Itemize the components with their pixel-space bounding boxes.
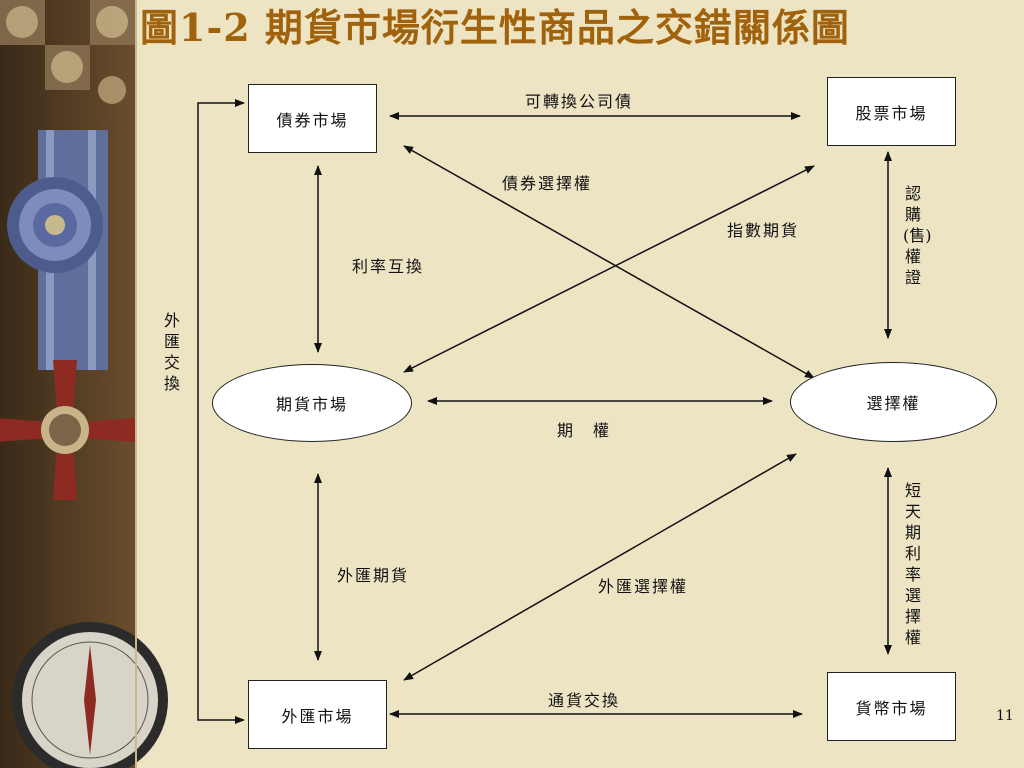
label-forex-option: 外匯選擇權 [598, 577, 689, 596]
label-bond-option: 債券選擇權 [502, 174, 593, 193]
label-warrants: 認購(售)權證 [903, 184, 932, 287]
arrow-forex-swap [197, 99, 245, 724]
page-title: 圖1-2 期貨市場衍生性商品之交錯關係圖 [140, 5, 850, 50]
arrow-index-futures [403, 165, 815, 373]
cross-medal [0, 360, 135, 500]
label-options: 期 權 [557, 421, 612, 440]
node-bond-market: 債券市場 [248, 84, 377, 153]
arrow-bond-option [403, 145, 815, 379]
label-convertible-bond: 可轉換公司債 [525, 92, 634, 111]
node-forex-market: 外匯市場 [248, 680, 387, 749]
label-currency-swap: 通貨交換 [548, 691, 621, 710]
label-interest-rate-swap: 利率互換 [352, 257, 425, 276]
label-short-rate-option: 短天期利率選擇權 [904, 481, 921, 647]
arrow-forex-option [403, 453, 797, 681]
label-index-futures: 指數期貨 [727, 221, 800, 240]
node-options-market: 選擇權 [790, 362, 997, 442]
label-forex-futures: 外匯期貨 [337, 566, 410, 585]
page-number: 11 [996, 708, 1014, 724]
node-money-market: 貨幣市場 [827, 672, 956, 741]
checker-pattern [0, 0, 135, 104]
rosette [7, 177, 103, 273]
label-forex-swap: 外匯交換 [163, 311, 180, 393]
compass [12, 622, 168, 768]
node-futures-market: 期貨市場 [212, 364, 412, 442]
node-stock-market: 股票市場 [827, 77, 956, 146]
